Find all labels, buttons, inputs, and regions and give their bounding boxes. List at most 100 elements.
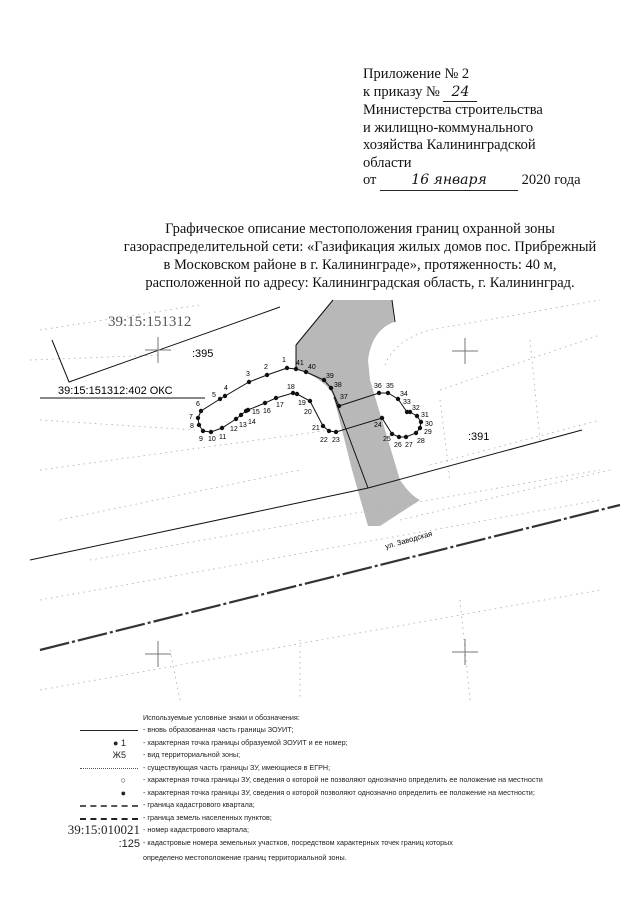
legend-text: - характерная точка границы ЗУ, сведения… (143, 775, 543, 784)
zouit-point (379, 415, 385, 421)
zouit-point (414, 413, 420, 419)
zouit-point (284, 365, 290, 371)
legend-item: - вновь образованная часть границы ЗОУИТ… (30, 725, 630, 737)
legend-item: :125- кадастровые номера земельных участ… (30, 838, 630, 850)
zouit-point (396, 434, 402, 440)
legend-item: Ж5- вид территориальной зоны; (30, 750, 630, 762)
zouit-point-label: 1 (282, 357, 286, 364)
zouit-point (219, 425, 225, 431)
order-prefix: к приказу № (363, 83, 440, 100)
legend-item: ○ - характерная точка границы ЗУ, сведени… (30, 775, 630, 787)
legend-item: 39:15:010021- номер кадастрового квартал… (30, 822, 630, 837)
legend-text: - вновь образованная часть границы ЗОУИТ… (143, 725, 294, 734)
zouit-point-label: 38 (334, 382, 342, 389)
legend-item: ● - характерная точка границы ЗУ, сведени… (30, 788, 630, 800)
order-number: 24 (443, 84, 478, 102)
zouit-point-label: 12 (230, 426, 238, 433)
date-suffix: 2020 года (521, 172, 581, 188)
legend-text: - кадастровые номера земельных участков,… (143, 837, 453, 847)
zouit-point-label: 37 (340, 394, 348, 401)
legend-symbol: ● (120, 787, 126, 798)
date-prefix: от (363, 172, 377, 188)
zouit-point-label: 39 (326, 373, 334, 380)
zouit-point-label: 10 (208, 436, 216, 443)
appendix-line: Министерства строительства (363, 102, 543, 118)
zouit-point (238, 412, 244, 418)
zouit-point-label: 41 (296, 360, 304, 367)
date-handwritten: 16 января (380, 172, 519, 191)
zouit-point (196, 422, 202, 428)
zouit-point-label: 33 (403, 399, 411, 406)
zouit-point (293, 366, 299, 372)
zouit-point-label: 26 (394, 442, 402, 449)
zouit-point-label: 7 (189, 414, 193, 421)
appendix-line: хозяйства Калининградской (363, 137, 536, 153)
zouit-point (336, 403, 342, 409)
legend-heading: Используемые условные знаки и обозначени… (143, 713, 300, 722)
zouit-point (395, 396, 401, 402)
zouit-point (217, 396, 223, 402)
parcel-boundaries (29, 299, 583, 561)
zouit-point (264, 372, 270, 378)
title-line: расположенной по адресу: Калининградская… (145, 275, 575, 291)
zouit-point-label: 8 (190, 423, 194, 430)
zouit-point (385, 390, 391, 396)
appendix-order-line: к приказу № 24 (363, 83, 581, 102)
zouit-point (303, 369, 309, 375)
zouit-point-label: 13 (239, 422, 247, 429)
zouit-point-label: 9 (199, 436, 203, 443)
zouit-point-label: 3 (246, 371, 250, 378)
zouit-point (200, 428, 206, 434)
appendix-block: Приложение № 2 к приказу № 24 Министерст… (363, 66, 581, 191)
zouit-point-label: 14 (248, 419, 256, 426)
zouit-point-label: 34 (400, 391, 408, 398)
zouit-point (246, 379, 252, 385)
appendix-line: Приложение № 2 (363, 66, 470, 82)
zouit-point (290, 390, 296, 396)
zouit-point (320, 423, 326, 429)
legend-symbol: 39:15:010021 (67, 822, 140, 837)
zouit-point-label: 29 (424, 429, 432, 436)
parcel-391-label: :391 (468, 431, 489, 443)
zouit-point (245, 407, 251, 413)
zouit-point (198, 408, 204, 414)
appendix-date-line: от 16 января 2020 года (363, 172, 581, 191)
legend-symbol: ○ (120, 775, 126, 785)
legend-symbol: :125 (118, 837, 140, 850)
title-line: в Московском районе в г. Калининграде», … (163, 257, 557, 273)
appendix-line: области (363, 154, 412, 171)
zouit-point-label: 31 (421, 412, 429, 419)
street-line (39, 503, 621, 652)
zouit-point-label: 30 (425, 421, 433, 428)
zouit-point-label: 4 (224, 385, 228, 392)
zouit-point (222, 393, 228, 399)
legend-item: - граница кадастрового квартала; (30, 800, 630, 812)
parcel-395-label: :395 (192, 348, 213, 360)
zouit-point-label: 20 (304, 409, 312, 416)
legend-text: - характерная точка границы ЗУ, сведения… (143, 787, 535, 797)
street-label: ул. Заводская (384, 529, 433, 551)
zouit-point-label: 16 (263, 408, 271, 415)
zouit-point-label: 27 (405, 442, 413, 449)
zouit-point (413, 430, 419, 436)
oks-label: 39:15:151312:402 ОКС (58, 385, 173, 397)
title-line: Графическое описание местоположения гран… (165, 221, 555, 237)
zouit-point-label: 5 (212, 392, 216, 399)
zouit-point-label: 2 (264, 364, 268, 371)
zouit-point-label: 21 (312, 425, 320, 432)
zouit-point-label: 6 (196, 401, 200, 408)
zouit-point (262, 400, 268, 406)
zouit-point-label: 40 (308, 364, 316, 371)
legend-symbol: ● 1 (113, 737, 126, 748)
road-area (296, 300, 420, 526)
zouit-point-label: 35 (386, 383, 394, 390)
zouit-point-label: 17 (276, 402, 284, 409)
zouit-point-label: 36 (374, 383, 382, 390)
zouit-point (195, 415, 201, 421)
zouit-point (273, 395, 279, 401)
zouit-point (417, 425, 423, 431)
zouit-point-label: 28 (417, 438, 425, 445)
legend-symbol: Ж5 (112, 750, 126, 760)
legend-text: - существующая часть границы ЗУ, имеющие… (143, 762, 331, 772)
